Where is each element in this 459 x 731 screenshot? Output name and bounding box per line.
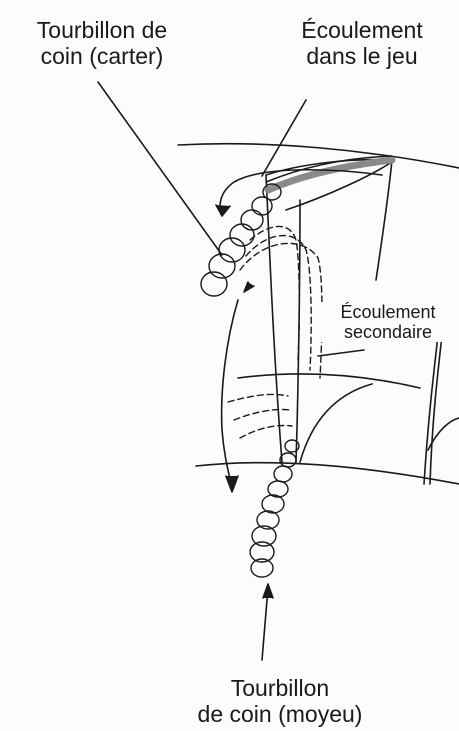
label-secondary-line1: Écoulement <box>318 302 458 322</box>
secondary-flow-3 <box>240 243 322 378</box>
leader-hub-vortex <box>262 588 268 660</box>
label-gap-line2: dans le jeu <box>272 44 452 70</box>
leader-gap-flow <box>262 100 306 176</box>
blade-suction-side <box>296 200 300 462</box>
leader-casing-vortex <box>98 82 222 255</box>
next-blade-left <box>424 318 440 484</box>
leader-hub-arrowhead <box>263 584 273 598</box>
label-casing-line1: Tourbillon de <box>2 18 202 44</box>
main-flow-arrowhead <box>226 476 238 492</box>
label-secondary-flow: Écoulement secondaire <box>318 302 458 342</box>
blade-trailing <box>376 160 392 280</box>
label-tip-gap-flow: Écoulement dans le jeu <box>272 18 452 70</box>
inner-arc <box>238 374 420 388</box>
label-hub-line2: de coin (moyeu) <box>145 702 415 728</box>
secondary-flow-6 <box>240 426 292 439</box>
label-gap-line1: Écoulement <box>272 18 452 44</box>
label-secondary-line2: secondaire <box>318 322 458 342</box>
secondary-flow-5 <box>234 409 290 420</box>
secondary-flow-4 <box>228 394 288 402</box>
gap-flow-arrowhead <box>216 205 230 216</box>
next-blade-curve <box>300 384 372 462</box>
label-casing-line2: coin (carter) <box>2 44 202 70</box>
label-hub-line1: Tourbillon <box>145 676 415 702</box>
label-casing-corner-vortex: Tourbillon de coin (carter) <box>2 18 202 70</box>
leader-secondary-flow <box>318 350 364 356</box>
secondary-arrowhead <box>244 282 254 292</box>
main-flow-arrow <box>222 300 238 488</box>
label-hub-corner-vortex: Tourbillon de coin (moyeu) <box>145 676 415 728</box>
secondary-flow-2 <box>246 236 311 370</box>
blade-pressure-side <box>266 175 282 462</box>
